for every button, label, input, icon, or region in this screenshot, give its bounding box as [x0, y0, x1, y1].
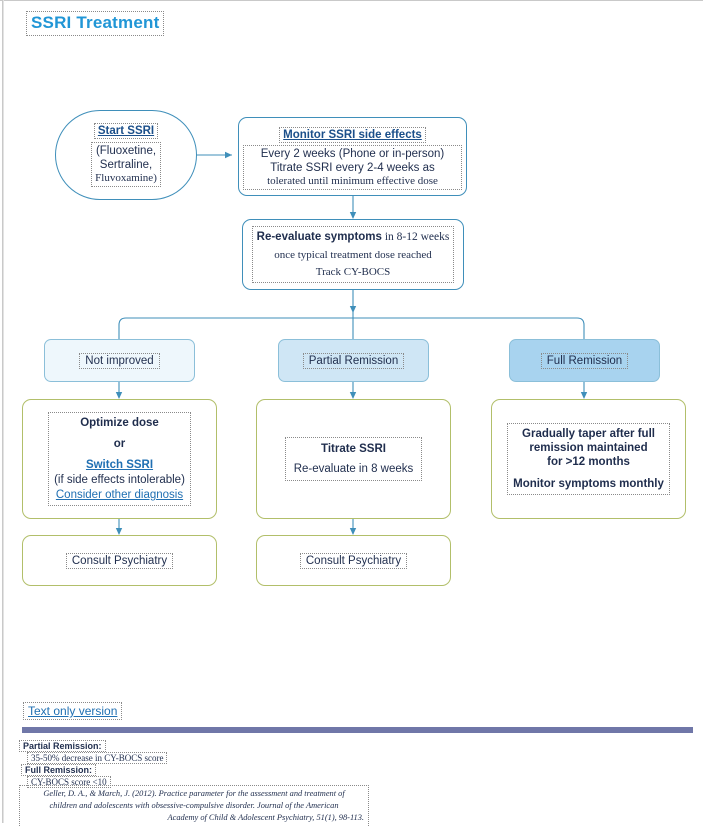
- arrowhead-partial: [349, 392, 357, 399]
- definition-full-value: CY-BOCS score <10: [27, 776, 111, 788]
- monitor-line2: Titrate SSRI every 2-4 weeks as: [270, 162, 435, 175]
- node-consult-psychiatry-middle[interactable]: Consult Psychiatry: [256, 535, 451, 586]
- partial-line2: Re-evaluate in 8 weeks: [293, 463, 414, 475]
- text-only-version-link[interactable]: Text only version: [22, 702, 123, 720]
- arrowhead-start-to-monitor: [225, 151, 232, 159]
- definition-partial-term: Partial Remission:: [19, 740, 106, 752]
- full-line1: Gradually taper after full: [522, 427, 655, 440]
- arrowhead-full: [580, 392, 588, 399]
- reevaluate-lead: Re-evaluate symptoms: [256, 230, 382, 243]
- page-title: SSRI Treatment: [25, 11, 165, 36]
- outcome-partial-remission-label: Partial Remission: [302, 352, 405, 369]
- reevaluate-lead-tail: in 8-12 weeks: [381, 230, 450, 243]
- arrowhead-notimproved: [115, 392, 123, 399]
- not-improved-line1: Optimize dose: [80, 416, 159, 429]
- link-consider-other-diagnosis[interactable]: Consider other diagnosis: [55, 489, 184, 502]
- definition-full-term: Full Remission:: [20, 764, 97, 776]
- node-partial-actions[interactable]: Titrate SSRI Re-evaluate in 8 weeks: [256, 399, 451, 519]
- page-left-border: [2, 0, 3, 823]
- consult-psychiatry-left-label: Consult Psychiatry: [65, 552, 174, 569]
- citation-block: Geller, D. A., & March, J. (2012). Pract…: [19, 785, 369, 827]
- definition-full-remission: Full Remission:: [20, 764, 97, 776]
- start-ssri-heading: Start SSRI: [93, 122, 159, 139]
- reevaluate-line2: once typical treatment dose reached: [274, 248, 432, 261]
- link-switch-ssri[interactable]: Switch SSRI: [85, 458, 154, 471]
- node-full-actions[interactable]: Gradually taper after full remission mai…: [491, 399, 686, 519]
- definition-partial-remission: Partial Remission:: [19, 740, 106, 752]
- definition-full-value-wrap: CY-BOCS score <10: [27, 776, 111, 788]
- node-not-improved-actions[interactable]: Optimize dose or Switch SSRI (if side ef…: [22, 399, 217, 519]
- node-consult-psychiatry-left[interactable]: Consult Psychiatry: [22, 535, 217, 586]
- node-start-ssri[interactable]: Start SSRI (Fluoxetine, Sertraline, Fluv…: [55, 110, 197, 200]
- monitor-heading: Monitor SSRI side effects: [279, 126, 426, 143]
- full-line3: for >12 months: [547, 456, 630, 468]
- monitor-line3: tolerated until minimum effective dose: [267, 175, 438, 188]
- definition-partial-value-wrap: 35-50% decrease in CY-BOCS score: [26, 752, 168, 764]
- full-line2: remission maintained: [529, 441, 648, 454]
- consult-psychiatry-middle-label: Consult Psychiatry: [299, 552, 408, 569]
- reevaluate-line3: Track CY-BOCS: [315, 266, 391, 278]
- page-left-border-inner: [3, 0, 4, 823]
- outcome-not-improved-label: Not improved: [79, 352, 160, 369]
- node-reevaluate-symptoms[interactable]: Re-evaluate symptoms in 8-12 weeks once …: [242, 219, 464, 290]
- node-monitor-side-effects[interactable]: Monitor SSRI side effects Every 2 weeks …: [238, 117, 467, 196]
- footer-divider: [22, 727, 693, 733]
- citation-line-1: Geller, D. A., & March, J. (2012). Pract…: [43, 789, 345, 798]
- definition-partial-value: 35-50% decrease in CY-BOCS score: [26, 752, 168, 764]
- outcome-not-improved[interactable]: Not improved: [44, 339, 195, 382]
- full-line4: Monitor symptoms monthly: [513, 478, 664, 491]
- arrowhead-reevaluate-mid: [349, 306, 357, 313]
- arrowhead-monitor-to-reevaluate: [349, 212, 357, 219]
- page-top-border: [0, 0, 703, 1]
- start-ssri-line3: Fluvoxamine): [95, 171, 157, 184]
- outcome-full-remission[interactable]: Full Remission: [509, 339, 660, 382]
- outcome-full-remission-label: Full Remission: [540, 352, 629, 369]
- outcome-partial-remission[interactable]: Partial Remission: [278, 339, 429, 382]
- arrowhead-middle-consult: [349, 528, 357, 535]
- start-ssri-line1: (Fluoxetine,: [95, 144, 157, 157]
- arrowhead-left-consult: [115, 528, 123, 535]
- partial-line1: Titrate SSRI: [321, 442, 386, 455]
- connector-branch-bus: [118, 317, 585, 339]
- citation-line-2: children and adolescents with obsessive-…: [49, 801, 339, 811]
- start-ssri-line2: Sertraline,: [99, 158, 153, 171]
- not-improved-line3: (if side effects intolerable): [54, 474, 185, 486]
- not-improved-line2: or: [113, 437, 126, 450]
- citation-line-3: Academy of Child & Adolescent Psychiatry…: [167, 813, 364, 823]
- monitor-line1: Every 2 weeks (Phone or in-person): [260, 148, 445, 161]
